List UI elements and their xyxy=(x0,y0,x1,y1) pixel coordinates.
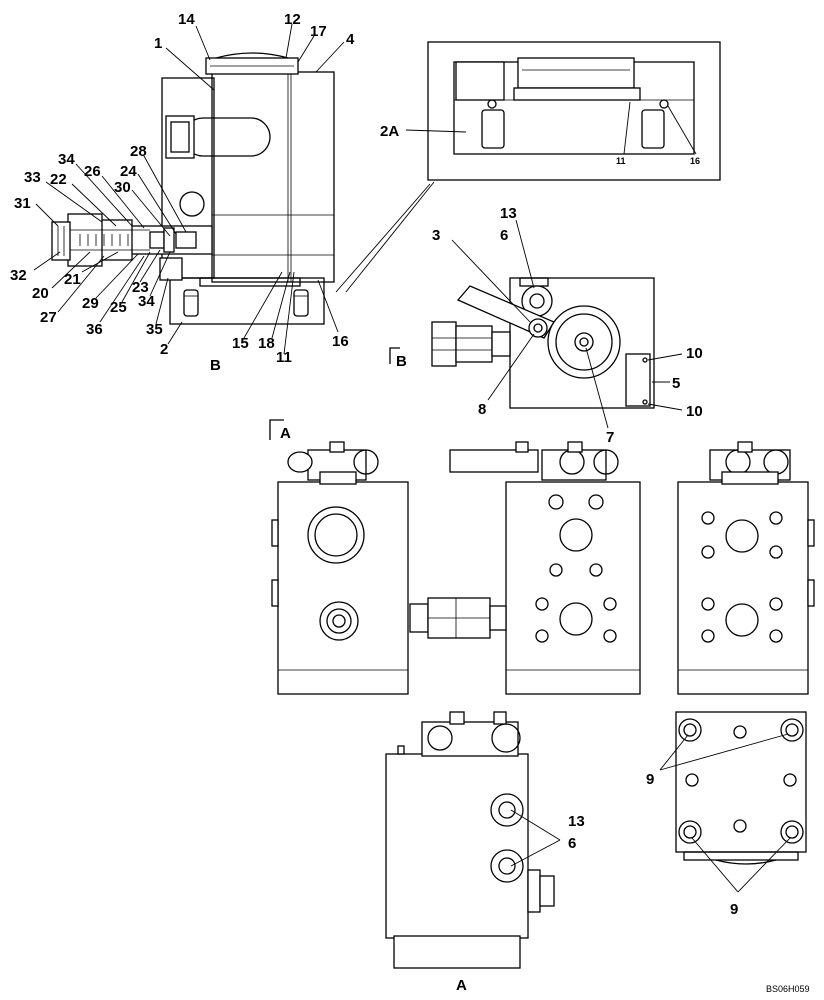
side-view-part-labels: 14 12 17 4 1 34 26 28 33 22 24 30 31 32 … xyxy=(10,11,355,374)
a-label-13: 13 xyxy=(568,813,585,830)
label-33: 33 xyxy=(24,169,41,186)
section-marker-a: A xyxy=(269,419,291,442)
label-15: 15 xyxy=(232,335,249,352)
label-31: 31 xyxy=(14,195,31,212)
label-28: 28 xyxy=(130,143,147,160)
label-34-upper: 34 xyxy=(58,151,75,168)
label-1: 1 xyxy=(154,35,162,52)
label-20: 20 xyxy=(32,285,49,302)
a-label-6: 6 xyxy=(568,835,576,852)
label-2: 2 xyxy=(160,341,168,358)
view-label-b: B xyxy=(210,357,221,374)
label-23: 23 xyxy=(132,279,149,296)
label-29: 29 xyxy=(82,295,99,312)
label-36: 36 xyxy=(86,321,103,338)
label-32: 32 xyxy=(10,267,27,284)
detail-2a: 2A 11 16 xyxy=(335,41,721,293)
plan-label-9-upper: 9 xyxy=(646,771,654,788)
label-11: 11 xyxy=(276,349,292,366)
side-view-leader-lines xyxy=(33,23,345,355)
view-b-top: 13 6 3 10 5 10 8 7 B xyxy=(389,205,703,446)
detail-label-11: 11 xyxy=(616,156,626,166)
b-label-7: 7 xyxy=(606,429,614,446)
label-12: 12 xyxy=(284,11,301,28)
b-label-6: 6 xyxy=(500,227,508,244)
label-18: 18 xyxy=(258,335,275,352)
front-view-right xyxy=(677,441,815,695)
detail-label-2a: 2A xyxy=(380,123,399,140)
section-label-a: A xyxy=(280,425,291,442)
label-27: 27 xyxy=(40,309,57,326)
b-label-10-upper: 10 xyxy=(686,345,703,362)
label-4: 4 xyxy=(346,31,355,48)
front-view-middle xyxy=(409,441,641,695)
section-label-b: B xyxy=(396,353,407,370)
label-16: 16 xyxy=(332,333,349,350)
label-30: 30 xyxy=(114,179,131,196)
side-view-assembly xyxy=(51,52,335,325)
b-label-5: 5 xyxy=(672,375,680,392)
b-label-3: 3 xyxy=(432,227,440,244)
label-35: 35 xyxy=(146,321,163,338)
detail-label-16: 16 xyxy=(690,156,700,166)
view-label-a: A xyxy=(456,977,467,994)
label-24: 24 xyxy=(120,163,137,180)
drawing-code: BS06H059 xyxy=(766,984,810,994)
label-17: 17 xyxy=(310,23,327,40)
b-label-10-lower: 10 xyxy=(686,403,703,420)
label-34-lower: 34 xyxy=(138,293,155,310)
front-view-left xyxy=(271,441,409,695)
b-label-8: 8 xyxy=(478,401,486,418)
bottom-plan-view: 9 9 xyxy=(646,711,807,918)
label-25: 25 xyxy=(110,299,127,316)
plan-label-9-lower: 9 xyxy=(730,901,738,918)
b-label-13: 13 xyxy=(500,205,517,222)
label-14: 14 xyxy=(178,11,195,28)
view-a-side: 13 6 A xyxy=(385,711,585,994)
label-21: 21 xyxy=(64,271,81,288)
label-22: 22 xyxy=(50,171,67,188)
label-26: 26 xyxy=(84,163,101,180)
